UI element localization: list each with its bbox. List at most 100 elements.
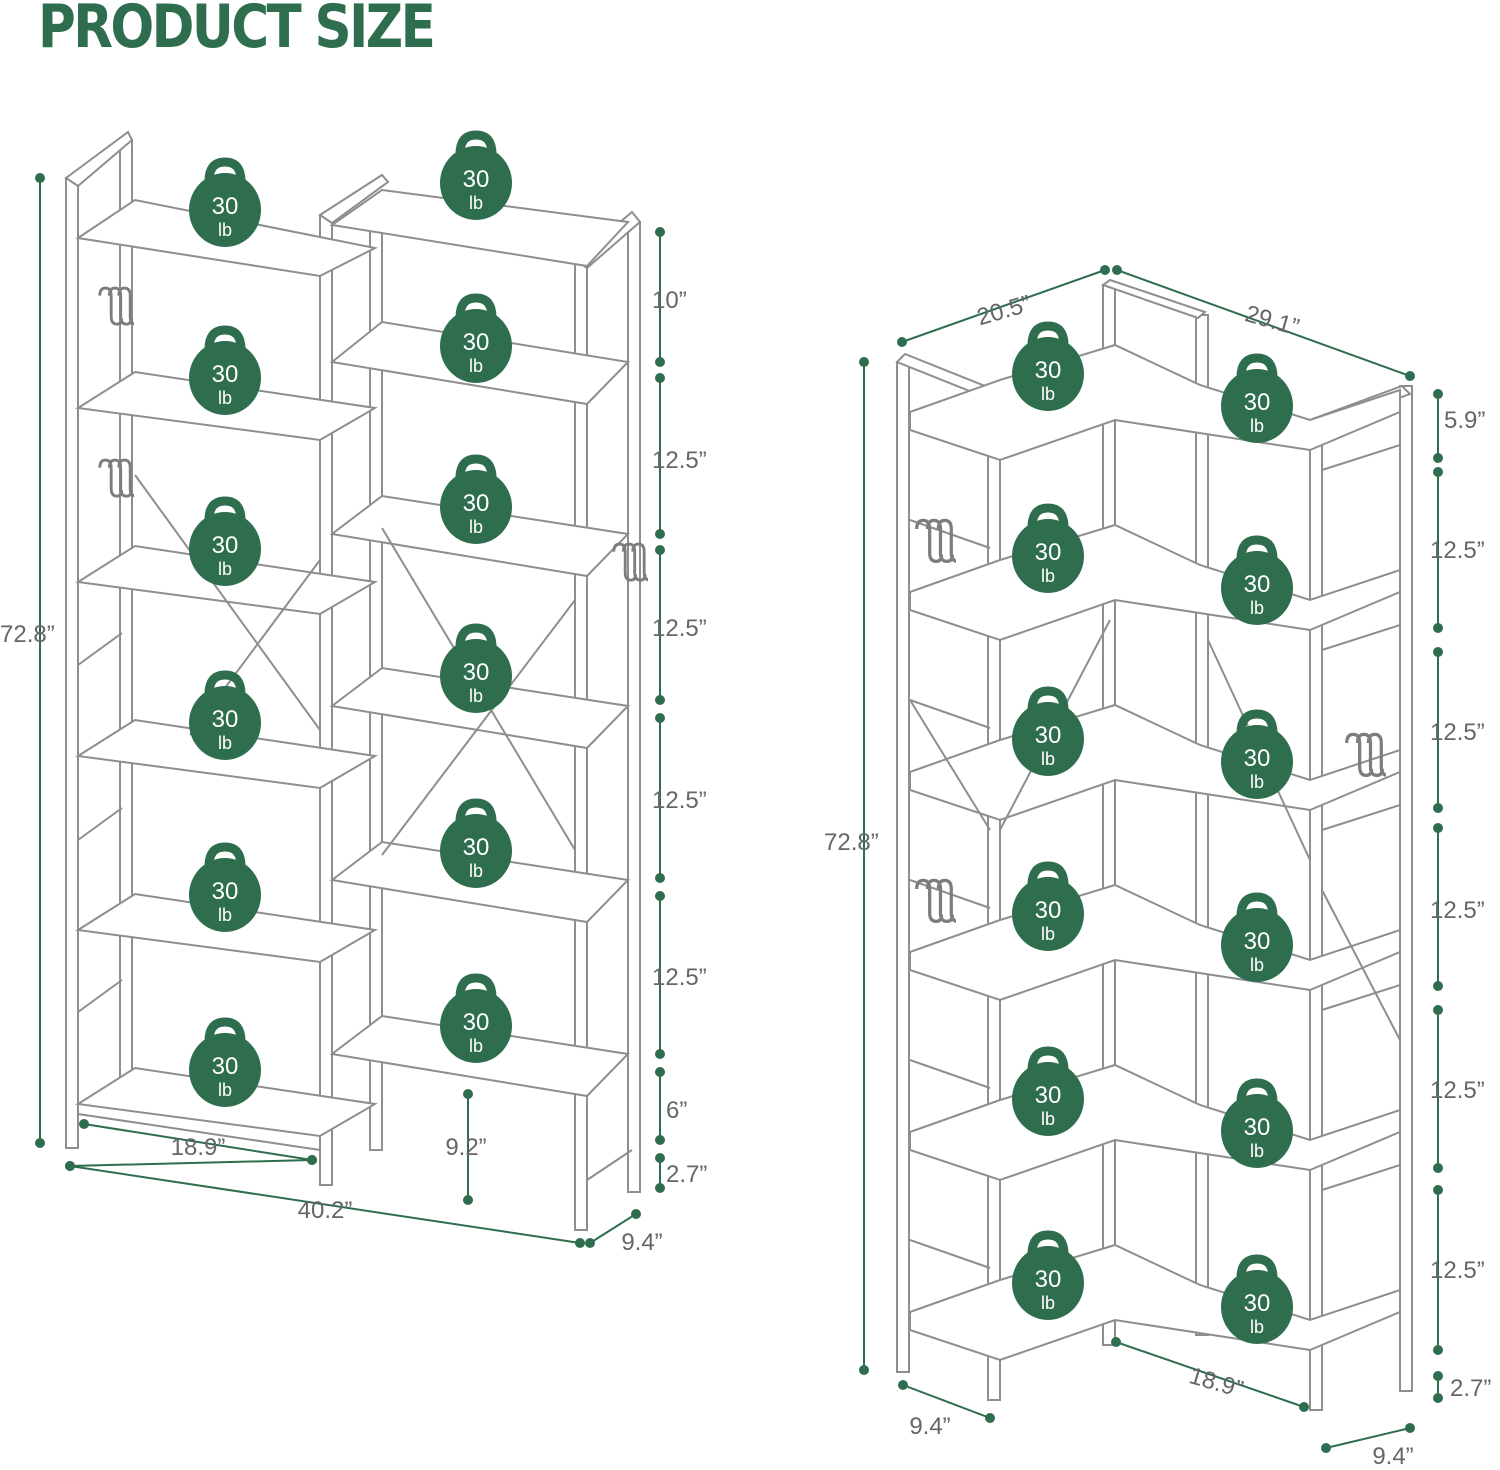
weight-unit: lb <box>218 220 232 240</box>
weight-unit: lb <box>1250 1317 1264 1337</box>
corner-bookshelf-dimensions: 72.8” 20.5” 29.1” 18.9” 9.4” 9.4” 5.9” 1… <box>824 290 1491 1470</box>
weight-unit: lb <box>218 559 232 579</box>
weight-value: 30 <box>212 878 239 905</box>
weight-value: 30 <box>1244 571 1271 598</box>
weight-unit: lb <box>218 1080 232 1100</box>
dimension-line <box>1111 1337 1309 1412</box>
dimension-line <box>1433 467 1443 633</box>
weight-value: 30 <box>1244 745 1271 772</box>
weight-unit: lb <box>1041 749 1055 769</box>
height-label: 72.8” <box>0 621 55 648</box>
weight-value: 30 <box>1244 1290 1271 1317</box>
dimension-line <box>897 265 1110 347</box>
s-hook-icon <box>915 878 956 924</box>
dimension-line <box>35 173 45 1148</box>
weight-unit: lb <box>469 356 483 376</box>
weight-value: 30 <box>212 361 239 388</box>
weight-value: 30 <box>1035 897 1062 924</box>
double-bookshelf-dimensions: 72.8” 40.2” 9.4” 18.9” 9.2” 10” 12.5” 12… <box>0 287 707 1256</box>
dimension-line <box>1433 647 1443 813</box>
page-title: PRODUCT SIZE <box>38 0 436 62</box>
weight-unit: lb <box>469 861 483 881</box>
corner-height-label: 72.8” <box>824 829 879 856</box>
s-hook-icon <box>98 458 134 498</box>
dimension-line <box>65 1161 585 1248</box>
dimension-line <box>79 1119 317 1165</box>
weight-value: 30 <box>463 1009 490 1036</box>
weight-unit: lb <box>1250 416 1264 436</box>
weight-value: 30 <box>1035 357 1062 384</box>
weight-unit: lb <box>469 686 483 706</box>
dimension-line <box>1433 1371 1443 1403</box>
shelf-spacing-6: 6” <box>666 1097 687 1124</box>
corner-depth-right-label: 9.4” <box>1372 1443 1413 1470</box>
weight-value: 30 <box>1035 539 1062 566</box>
shelf-spacing-2: 12.5” <box>652 447 707 474</box>
weight-value: 30 <box>212 193 239 220</box>
weight-value: 30 <box>463 329 490 356</box>
weight-unit: lb <box>218 733 232 753</box>
weight-unit: lb <box>1041 566 1055 586</box>
dimension-line <box>585 1209 641 1248</box>
weight-badges: 30lb30lb30lb30lb30lb30lb30lb30lb30lb30lb… <box>189 130 1293 1344</box>
shelf-spacing-1: 10” <box>652 287 687 314</box>
dimension-line <box>655 713 665 883</box>
weight-unit: lb <box>1041 924 1055 944</box>
dimension-line <box>463 1089 473 1205</box>
dimension-line <box>859 357 869 1375</box>
corner-shelf-spacing-3: 12.5” <box>1430 719 1485 746</box>
weight-unit: lb <box>1250 772 1264 792</box>
weight-value: 30 <box>212 532 239 559</box>
shelf-spacing-7: 2.7” <box>666 1161 707 1188</box>
weight-value: 30 <box>1035 722 1062 749</box>
s-hook-icon <box>612 542 648 582</box>
dimension-line <box>655 373 665 539</box>
shelf-spacing-5: 12.5” <box>652 964 707 991</box>
shelf-spacing-4: 12.5” <box>652 787 707 814</box>
dimension-lines <box>35 173 1443 1453</box>
double-bookshelf-drawing <box>64 130 642 1231</box>
weight-value: 30 <box>1244 928 1271 955</box>
weight-unit: lb <box>1041 384 1055 404</box>
corner-bookshelf-drawing <box>895 278 1413 1411</box>
corner-shelf-spacing-1: 5.9” <box>1444 407 1485 434</box>
dimension-line <box>655 227 665 367</box>
weight-unit: lb <box>469 1036 483 1056</box>
dimension-line <box>1112 265 1415 381</box>
dimension-line <box>655 891 665 1059</box>
dimension-line <box>655 1153 665 1193</box>
weight-unit: lb <box>1250 955 1264 975</box>
shelf-spacing-3: 12.5” <box>652 615 707 642</box>
weight-value: 30 <box>463 659 490 686</box>
dimension-line <box>1321 1423 1415 1453</box>
weight-unit: lb <box>469 193 483 213</box>
corner-depth-left-label: 9.4” <box>909 1413 950 1440</box>
corner-shelf-spacing-7: 2.7” <box>1450 1375 1491 1402</box>
weight-value: 30 <box>1035 1266 1062 1293</box>
dimension-line <box>655 545 665 705</box>
weight-value: 30 <box>212 1053 239 1080</box>
s-hook-icon <box>98 286 134 326</box>
weight-value: 30 <box>1244 1114 1271 1141</box>
dimension-line <box>898 1380 995 1423</box>
depth-label: 9.4” <box>621 1229 662 1256</box>
